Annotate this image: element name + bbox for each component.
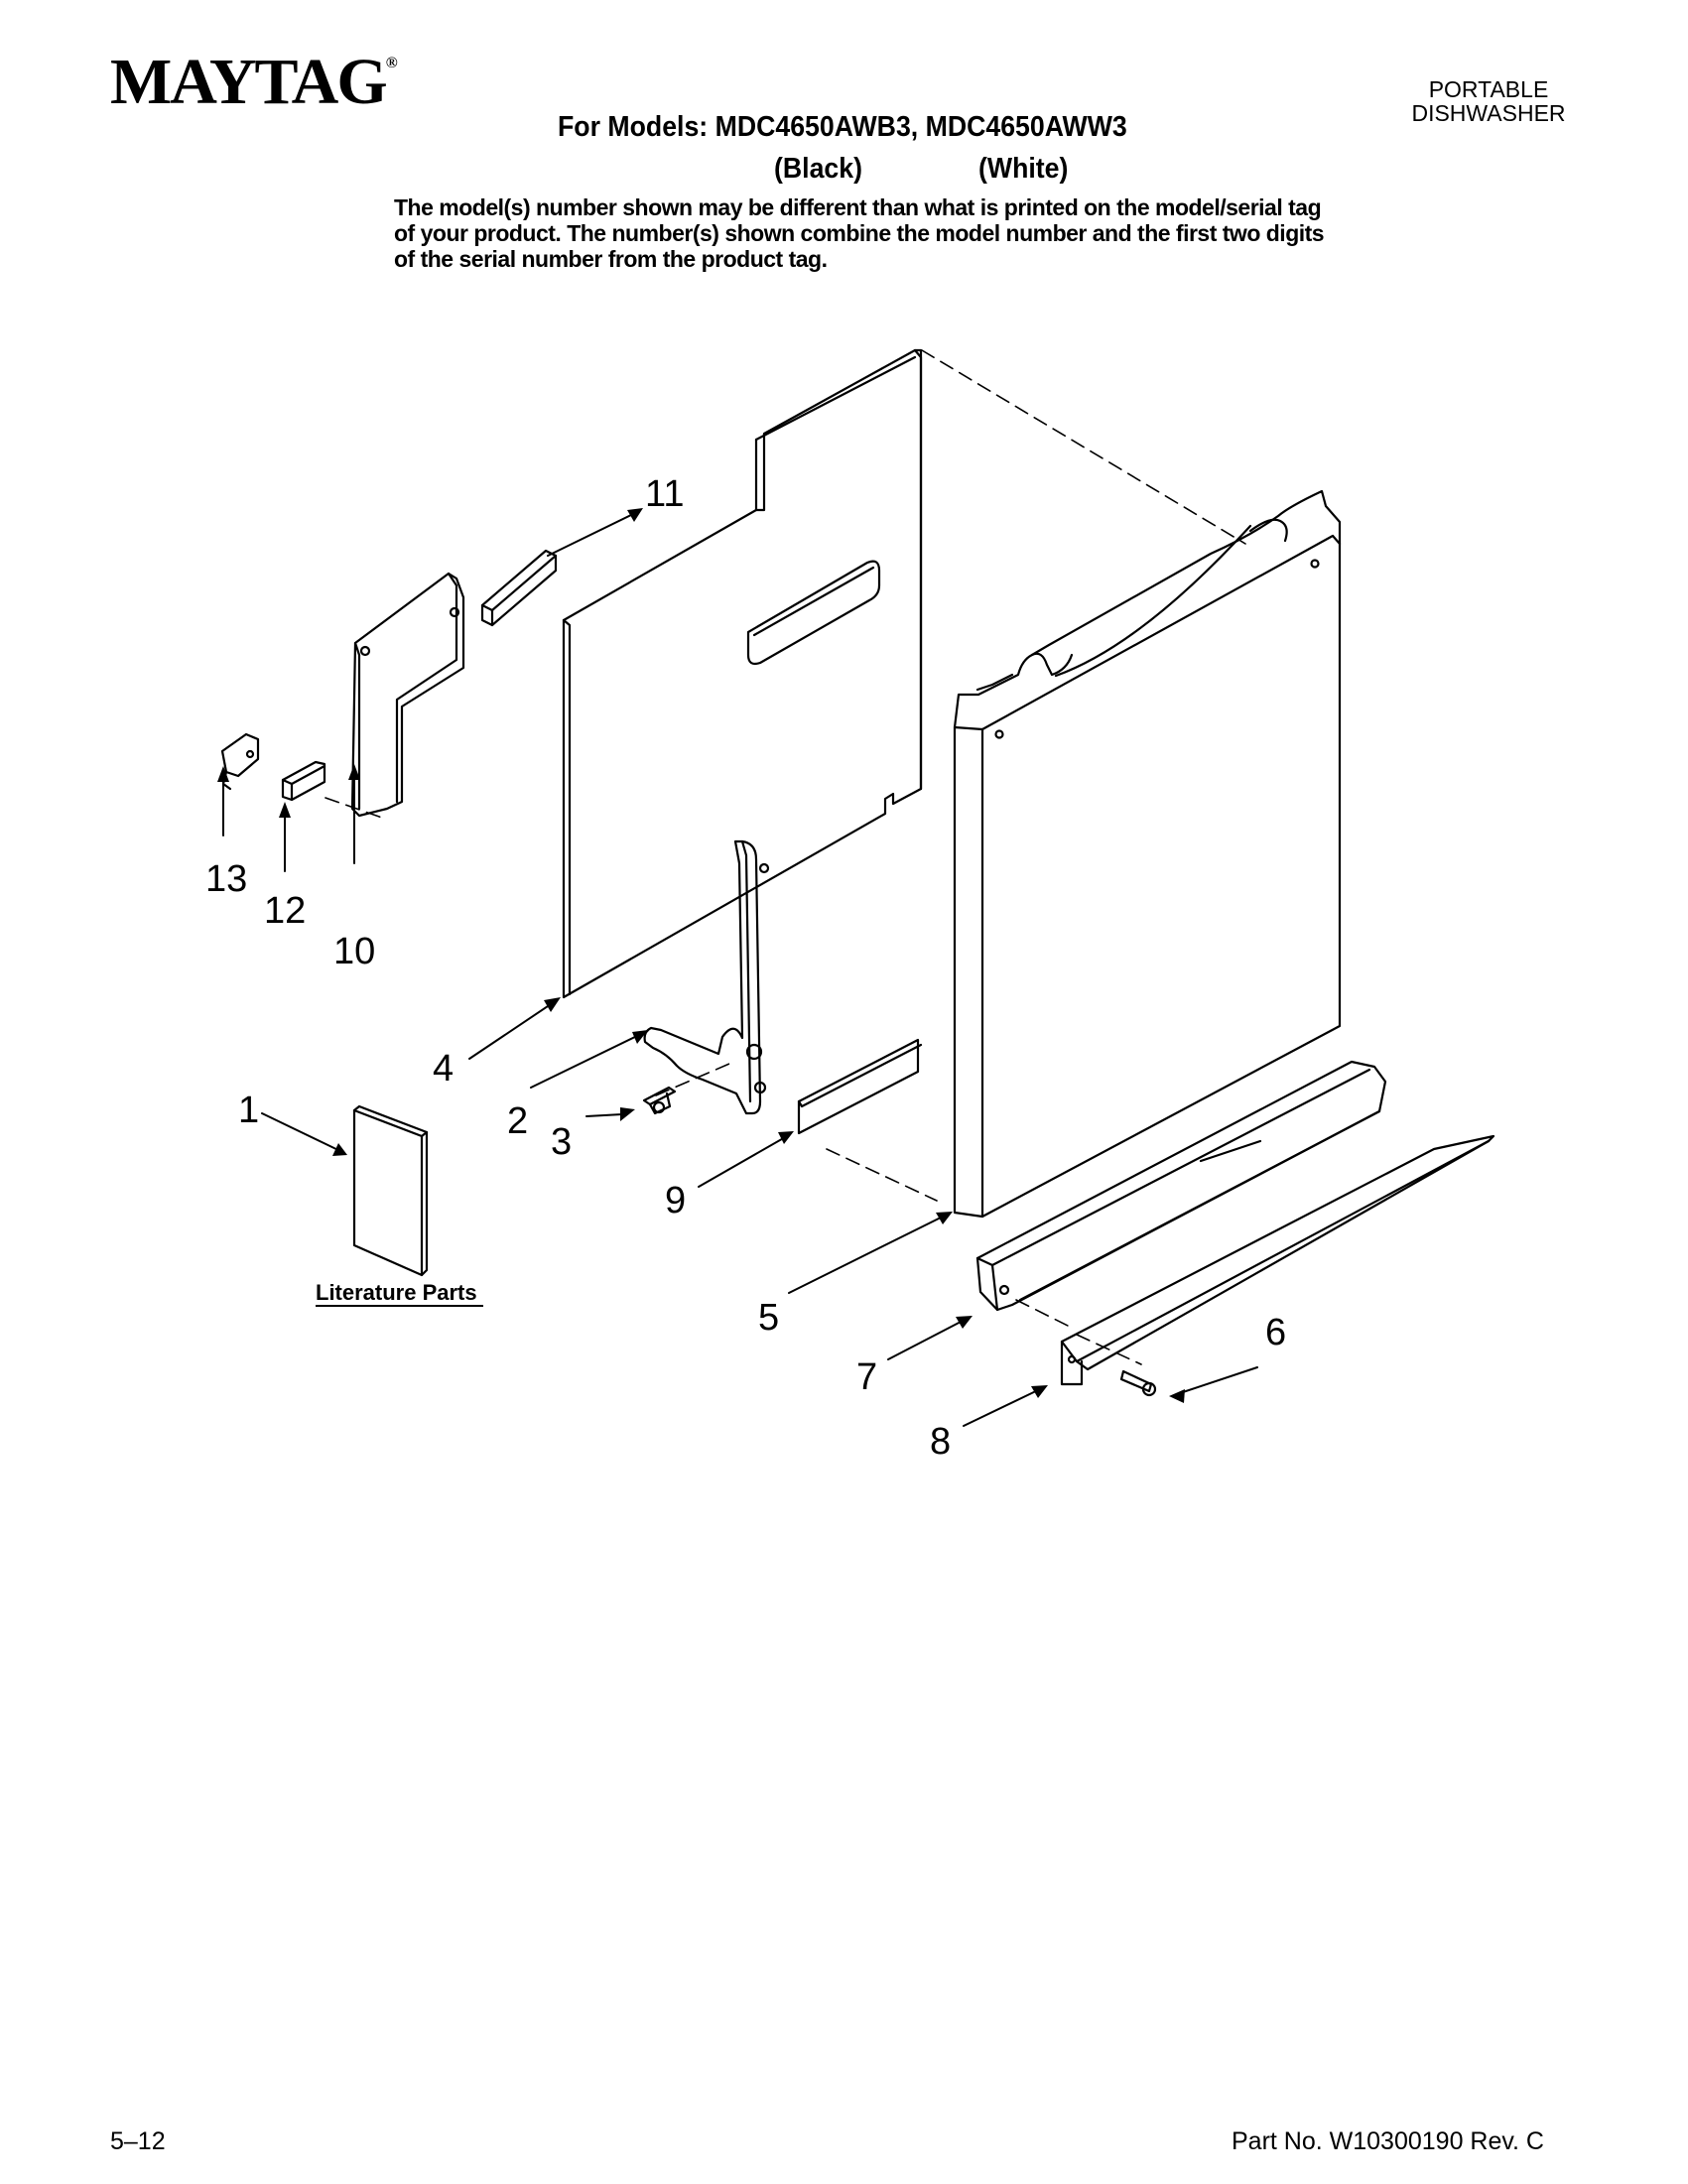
page-number: 5–12	[110, 2127, 166, 2155]
assembly-guide-lines	[325, 349, 1246, 1365]
part-7-toe-panel	[975, 1060, 1387, 1312]
part-5-door-panel	[953, 489, 1342, 1219]
callout-6: 6	[1265, 1312, 1286, 1353]
callout-12: 12	[264, 890, 306, 932]
part-11-side-panel	[562, 348, 923, 999]
callout-13: 13	[205, 858, 247, 900]
part-6-kick-plate	[1060, 1134, 1495, 1386]
part-2-hinge-bracket	[643, 839, 770, 1115]
model-number-note: The model(s) number shown may be differe…	[394, 194, 1325, 272]
callout-11: 11	[645, 473, 684, 515]
part-11-block	[480, 549, 558, 627]
callout-2: 2	[507, 1100, 528, 1142]
callout-9: 9	[665, 1180, 686, 1221]
part-8-screw	[1119, 1369, 1157, 1397]
product-type-line2: DISHWASHER	[1411, 100, 1566, 126]
literature-parts-label: Literature Parts	[316, 1280, 477, 1305]
color-white-label: (White)	[978, 153, 1069, 185]
callout-8: 8	[930, 1421, 951, 1463]
part-9-strip	[797, 1038, 923, 1135]
callout-1: 1	[238, 1090, 259, 1131]
callout-10: 10	[333, 931, 375, 972]
callout-5: 5	[758, 1297, 779, 1339]
callout-arrowheads	[217, 508, 1185, 1403]
callout-4: 4	[433, 1048, 454, 1090]
part-10-side-trim	[350, 572, 465, 818]
callout-leaders	[222, 512, 1258, 1427]
models-title: For Models: MDC4650AWB3, MDC4650AWW3	[558, 111, 1127, 143]
part-12-block	[281, 760, 326, 802]
product-type-line1: PORTABLE	[1428, 76, 1549, 102]
callout-numbers: 1 2 3 4 5 6 7 8 9 10 11 12 13	[205, 473, 1286, 1463]
color-black-label: (Black)	[774, 153, 862, 185]
callout-3: 3	[551, 1121, 572, 1163]
part-number: Part No. W10300190 Rev. C	[1232, 2127, 1544, 2155]
callout-7: 7	[856, 1356, 877, 1398]
part-3-screw	[642, 1086, 677, 1115]
brand-logo: MAYTAG®	[110, 46, 398, 118]
part-1-literature	[352, 1104, 429, 1277]
